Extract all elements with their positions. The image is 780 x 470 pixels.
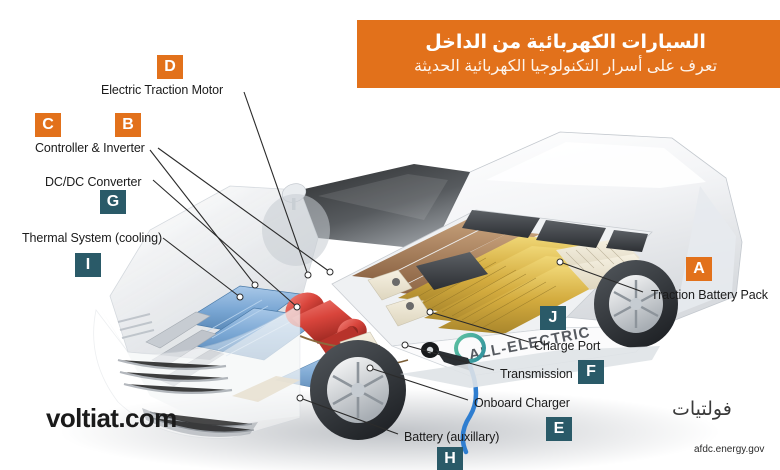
callout-label-charge-port: Charge Port — [534, 339, 601, 353]
callout-badge-g[interactable]: G — [100, 190, 126, 214]
banner-title: السيارات الكهربائية من الداخل — [425, 31, 706, 53]
watermark-arabic: فولتيات — [672, 399, 732, 420]
source-credit: afdc.energy.gov — [694, 444, 765, 455]
banner-subtitle: تعرف على أسرار التكنولوجيا الكهربائية ال… — [413, 57, 718, 75]
watermark-latin: voltiat.com — [46, 403, 177, 433]
callout-badge-j[interactable]: J — [540, 306, 566, 330]
callout-badge-e[interactable]: E — [546, 417, 572, 441]
callout-label-traction-battery-pack: Traction Battery Pack — [651, 288, 768, 302]
callout-label-dcdc-converter: DC/DC Converter — [45, 175, 142, 189]
callout-badge-c[interactable]: C — [35, 113, 61, 137]
callout-label-battery-auxillary: Battery (auxillary) — [404, 430, 500, 444]
leader-endpoints — [236, 258, 564, 402]
callout-badge-a[interactable]: A — [686, 257, 712, 281]
callout-badge-h[interactable]: H — [437, 447, 463, 470]
ev-cutaway-illustration: ALL-ELECTRIC — [0, 60, 780, 470]
callout-label-controller-inverter: Controller & Inverter — [35, 141, 145, 155]
callout-label-onboard-charger: Onboard Charger — [474, 396, 570, 410]
title-banner: السيارات الكهربائية من الداخل تعرف على أ… — [357, 20, 780, 88]
callout-badge-f[interactable]: F — [578, 360, 604, 384]
callout-badge-i[interactable]: I — [75, 253, 101, 277]
callout-badge-b[interactable]: B — [115, 113, 141, 137]
callout-label-transmission: Transmission — [500, 367, 573, 381]
callout-label-thermal-system: Thermal System (cooling) — [22, 231, 163, 245]
leader-lines — [149, 91, 644, 435]
callout-badge-d[interactable]: D — [157, 55, 183, 79]
callout-label-electric-traction-motor: Electric Traction Motor — [101, 83, 224, 97]
